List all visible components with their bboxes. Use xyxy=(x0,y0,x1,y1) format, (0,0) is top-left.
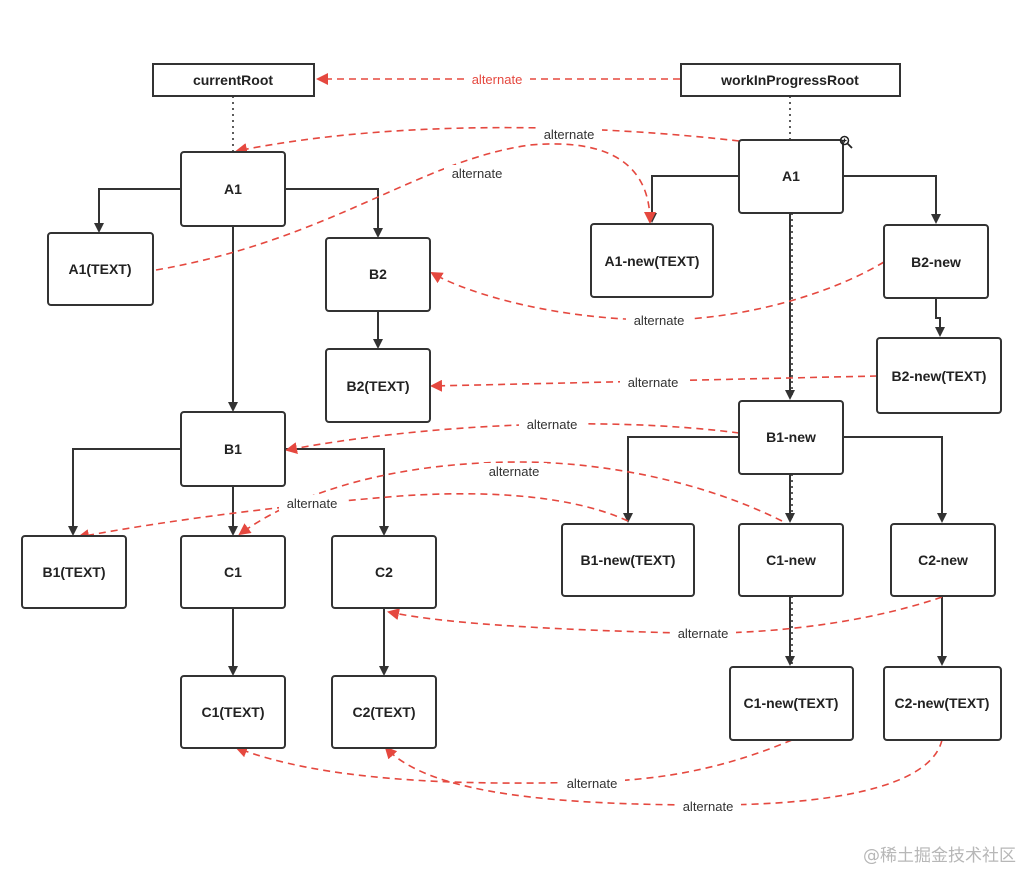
current-c2-label: C2 xyxy=(375,564,393,580)
edge-a1-b2 xyxy=(285,188,383,238)
wip-b1-new-text-label: B1-new(TEXT) xyxy=(581,552,676,568)
current-root-label: currentRoot xyxy=(193,72,273,88)
alternate-label-c2: alternate xyxy=(670,625,736,641)
edge-wip-a1-b2new xyxy=(843,175,941,224)
current-c1-text-label: C1(TEXT) xyxy=(202,704,265,720)
alternate-label-text: alternate xyxy=(489,464,540,479)
current-tree-edges xyxy=(68,96,389,676)
alternate-edge-a1 xyxy=(235,126,740,155)
edge-b1-c2 xyxy=(285,448,389,536)
wip-b1-new-label: B1-new xyxy=(766,429,816,445)
wip-b1-new-node: B1-new xyxy=(738,400,844,475)
alternate-edge-b1text xyxy=(77,492,629,542)
alternate-label-a1text: alternate xyxy=(444,165,510,181)
edge-b1-b1text xyxy=(68,448,181,536)
current-c2-text-node: C2(TEXT) xyxy=(331,675,437,749)
edge-a1-a1text xyxy=(94,188,181,233)
alternate-label-b2: alternate xyxy=(626,312,692,328)
wip-c1-new-text-node: C1-new(TEXT) xyxy=(729,666,854,741)
wip-root-label: workInProgressRoot xyxy=(720,72,859,88)
alternate-label-b1: alternate xyxy=(519,416,585,432)
wip-b1-new-text-node: B1-new(TEXT) xyxy=(561,523,695,597)
wip-b2-new-node: B2-new xyxy=(883,224,989,299)
wip-c2-new-node: C2-new xyxy=(890,523,996,597)
wip-a1-node: A1 xyxy=(738,139,844,214)
current-c2-text-label: C2(TEXT) xyxy=(353,704,416,720)
alternate-label-roots: alternate xyxy=(464,71,530,87)
current-b2-node: B2 xyxy=(325,237,431,312)
current-a1-text-label: A1(TEXT) xyxy=(69,261,132,277)
current-root-node: currentRoot xyxy=(152,63,315,97)
current-c1-node: C1 xyxy=(180,535,286,609)
wip-a1-new-text-node: A1-new(TEXT) xyxy=(590,223,714,298)
wip-a1-new-text-label: A1-new(TEXT) xyxy=(605,253,700,269)
alternate-label-text: alternate xyxy=(678,626,729,641)
alternate-label-text: alternate xyxy=(544,127,595,142)
alternate-label-text: alternate xyxy=(527,417,578,432)
alternate-label-text: alternate xyxy=(683,799,734,814)
alternate-label-a1: alternate xyxy=(536,126,602,142)
alternate-edge-c2text xyxy=(384,739,943,806)
alternate-edge-c1 xyxy=(238,461,783,536)
current-b2-text-label: B2(TEXT) xyxy=(347,378,410,394)
current-c2-node: C2 xyxy=(331,535,437,609)
alternate-label-b2text: alternate xyxy=(620,374,686,390)
alternate-labels: alternate alternate alternate alternate … xyxy=(279,71,741,814)
watermark: @稀土掘金技术社区 xyxy=(863,846,1016,866)
current-b1-node: B1 xyxy=(180,411,286,487)
wip-c1-new-text-label: C1-new(TEXT) xyxy=(744,695,839,711)
alternate-edge-c2 xyxy=(387,596,943,635)
wip-root-node: workInProgressRoot xyxy=(680,63,901,97)
wip-b2-new-label: B2-new xyxy=(911,254,961,270)
alternate-label-text: alternate xyxy=(628,375,679,390)
current-c1-text-node: C1(TEXT) xyxy=(180,675,286,749)
current-a1-text-node: A1(TEXT) xyxy=(47,232,154,306)
alternate-label-c1text: alternate xyxy=(559,775,625,791)
wip-c2-new-text-node: C2-new(TEXT) xyxy=(883,666,1002,741)
wip-c2-new-text-label: C2-new(TEXT) xyxy=(895,695,990,711)
edge-b2new-b2newtext xyxy=(935,298,945,337)
current-b1-label: B1 xyxy=(224,441,242,457)
wip-b2-new-text-label: B2-new(TEXT) xyxy=(892,368,987,384)
wip-c1-new-label: C1-new xyxy=(766,552,816,568)
alternate-label-c2text: alternate xyxy=(675,798,741,814)
wip-b2-new-text-node: B2-new(TEXT) xyxy=(876,337,1002,414)
wip-tree-edges xyxy=(623,96,947,666)
zoom-in-icon[interactable] xyxy=(839,135,853,149)
alternate-label-b1text: alternate xyxy=(279,495,345,511)
alternate-label-c1: alternate xyxy=(481,463,547,479)
alternate-label-text: alternate xyxy=(452,166,503,181)
wip-c2-new-label: C2-new xyxy=(918,552,968,568)
current-a1-node: A1 xyxy=(180,151,286,227)
current-b1-text-node: B1(TEXT) xyxy=(21,535,127,609)
current-a1-label: A1 xyxy=(224,181,242,197)
alternate-label-text: alternate xyxy=(567,776,618,791)
edge-wip-a1-a1newtext xyxy=(647,175,739,223)
alternate-label-text: alternate xyxy=(472,72,523,87)
current-b2-label: B2 xyxy=(369,266,387,282)
alternate-edge-c1text xyxy=(235,739,793,784)
alternate-label-text: alternate xyxy=(287,496,338,511)
edge-b1new-b1newtext xyxy=(623,436,739,523)
current-b1-text-label: B1(TEXT) xyxy=(43,564,106,580)
alternate-edge-b1 xyxy=(285,423,740,455)
wip-c1-new-node: C1-new xyxy=(738,523,844,597)
wip-a1-label: A1 xyxy=(782,168,800,184)
current-b2-text-node: B2(TEXT) xyxy=(325,348,431,423)
alternate-label-text: alternate xyxy=(634,313,685,328)
current-c1-label: C1 xyxy=(224,564,242,580)
alternate-edge-a1text xyxy=(155,143,656,271)
edge-b1new-c2new xyxy=(843,436,947,523)
